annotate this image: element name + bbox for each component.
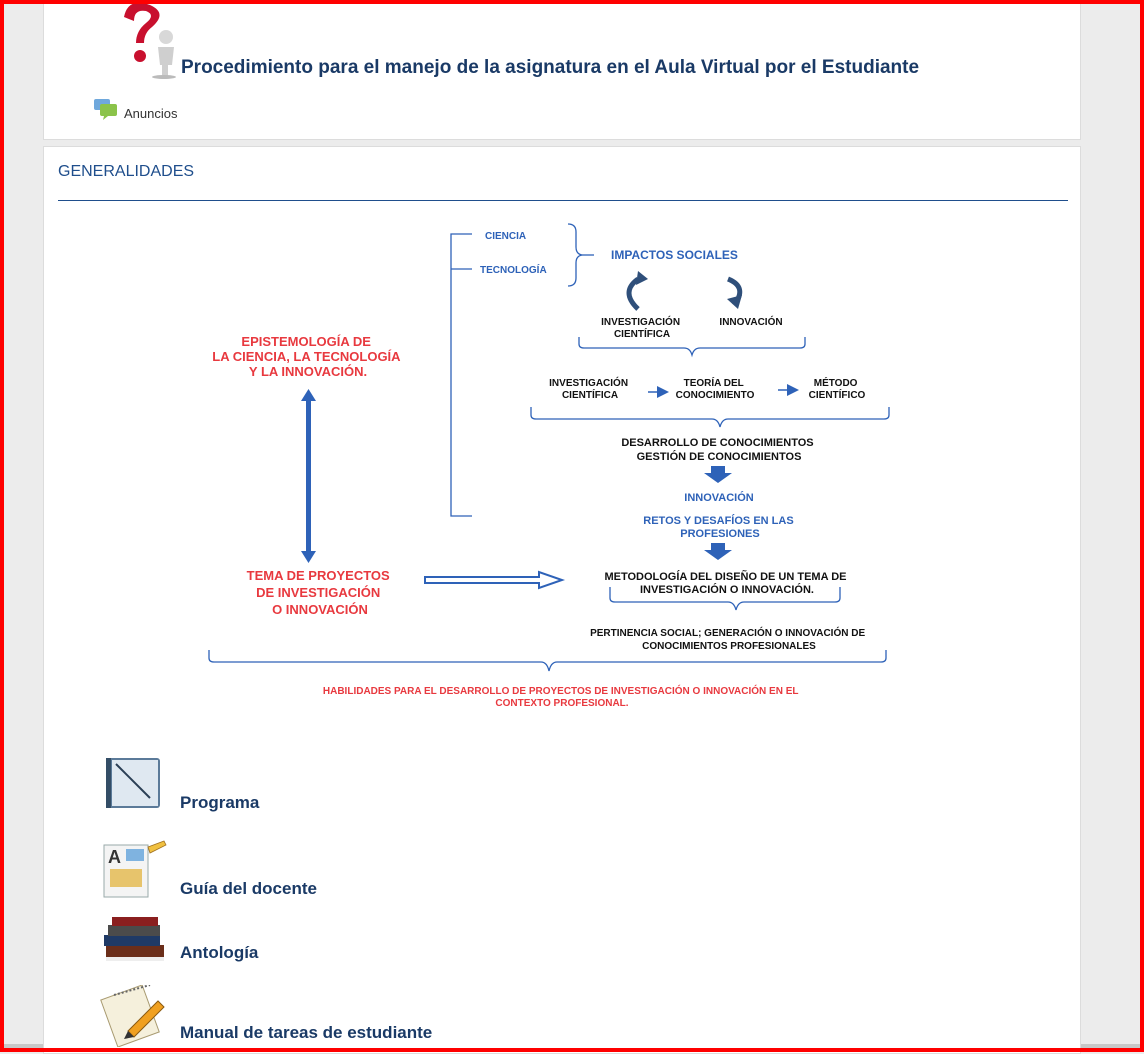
diagram-tema-text: TEMA DE PROYECTOS DE INVESTIGACIÓN O INN… [247, 568, 394, 617]
step-teoria-conocimiento: TEORÍA DEL CONOCIMIENTO [676, 376, 755, 401]
antologia-link[interactable]: Antología [180, 943, 259, 962]
retos-label: RETOS Y DESAFÍOS EN LAS PROFESIONES [643, 514, 796, 540]
brace-2 [530, 407, 890, 428]
brace-1 [578, 337, 806, 358]
branch-tecnologia: TECNOLOGÍA [480, 263, 547, 276]
down-arrow-1 [704, 466, 732, 483]
section-divider [58, 200, 1068, 201]
guia-docente-link[interactable]: Guía del docente [180, 879, 317, 898]
down-arrow-2 [704, 543, 732, 560]
announcements-link[interactable]: Anuncios [124, 106, 178, 121]
generalidades-section: GENERALIDADES EPISTEMOLOGÍA DE LA CIENCI… [43, 146, 1081, 1054]
notepad-pencil-icon [100, 985, 165, 1047]
horizontal-arrow [424, 570, 566, 590]
pertinencia-label: PERTINENCIA SOCIAL; GENERACIÓN O INNOVAC… [590, 626, 868, 652]
course-procedure-link[interactable]: Procedimiento para el manejo de la asign… [181, 57, 920, 78]
course-header-panel: Procedimiento para el manejo de la asign… [43, 0, 1081, 140]
manual-tareas-link[interactable]: Manual de tareas de estudiante [180, 1023, 433, 1042]
vertical-double-arrow [301, 389, 316, 563]
document-pencil-icon: A [103, 840, 167, 898]
diagram-left-title: EPISTEMOLOGÍA DE LA CIENCIA, LA TECNOLOG… [212, 334, 403, 379]
desarrollo-label: DESARROLLO DE CONOCIMIENTOS GESTIÓN DE C… [621, 437, 816, 463]
habilidades-label: HABILIDADES PARA EL DESARROLLO DE PROYEC… [323, 684, 801, 709]
branch-ciencia: CIENCIA [485, 231, 526, 242]
section-title: GENERALIDADES [58, 163, 195, 180]
notebook-icon [106, 758, 160, 808]
programa-link[interactable]: Programa [180, 793, 260, 812]
metodologia-label: METODOLOGÍA DEL DISEÑO DE UN TEMA DE INV… [604, 570, 849, 596]
impactos-sociales-label: IMPACTOS SOCIALES [611, 248, 738, 262]
question-person-icon [124, 2, 176, 79]
innovacion-label: INNOVACIÓN [719, 315, 782, 328]
curly-bracket-impact [567, 223, 583, 287]
bracket-science-tech [450, 233, 472, 517]
books-icon [104, 917, 164, 961]
brace-bottom [208, 650, 887, 672]
innovacion-blue-label: INNOVACIÓN [684, 491, 754, 504]
brace-3 [609, 587, 841, 611]
inv-cientifica-label: INVESTIGACIÓN CIENTÍFICA [601, 315, 683, 340]
forum-chat-icon [94, 99, 117, 120]
concept-diagram: EPISTEMOLOGÍA DE LA CIENCIA, LA TECNOLOG… [208, 223, 890, 709]
step-metodo-cientifico: MÉTODO CIENTÍFICO [809, 376, 866, 401]
curved-arrow-left [626, 276, 640, 311]
svg-text:A: A [108, 847, 121, 867]
step-inv-cientifica: INVESTIGACIÓN CIENTÍFICA [549, 376, 631, 401]
